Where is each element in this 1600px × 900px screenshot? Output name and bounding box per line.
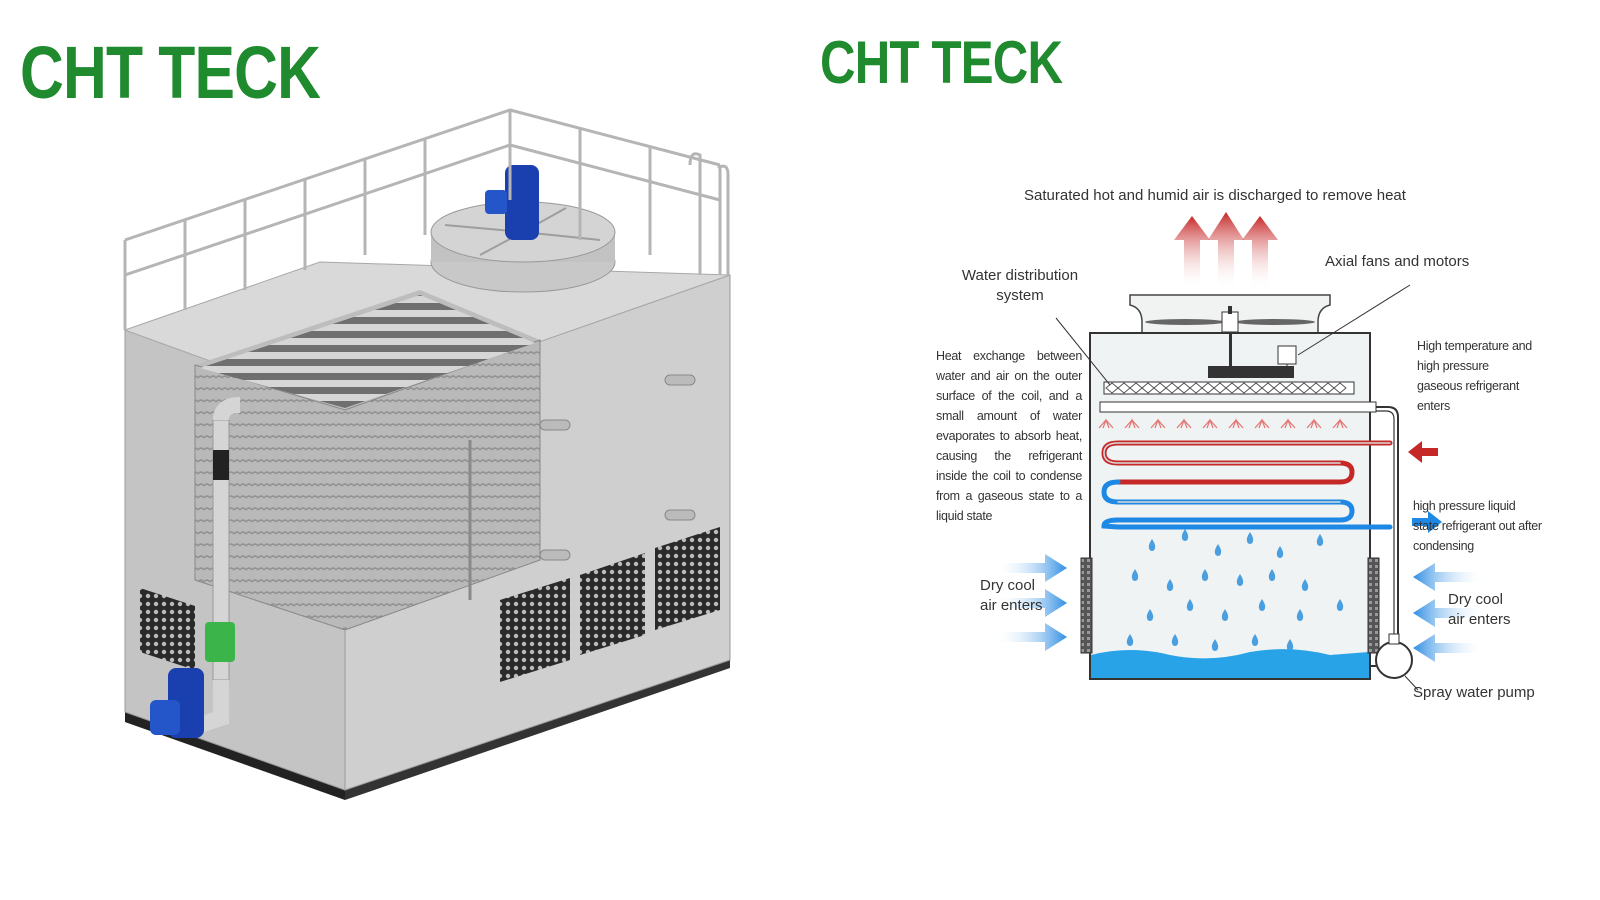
motor-shaft <box>1229 333 1232 373</box>
pipe-joint <box>213 450 229 480</box>
spray-header <box>1099 401 1377 413</box>
spray-pump-icon <box>1375 641 1413 679</box>
cool-air-arrows-right <box>1413 563 1485 662</box>
label-dry-air-right: Dry cool air enters <box>1448 591 1511 628</box>
label-liquid-refrigerant-out: high pressure liquid state refrigerant o… <box>1413 499 1542 553</box>
fan-motor <box>505 165 539 240</box>
brand-logo-right: CHT TECK <box>820 29 1063 96</box>
louver-2 <box>580 553 645 655</box>
motor-mount <box>1208 366 1294 378</box>
fan-motor-icon <box>1221 311 1239 333</box>
return-pipe <box>1376 406 1399 640</box>
fan-motor-box <box>485 190 507 214</box>
handrail <box>123 108 730 330</box>
hot-air-arrows <box>1174 212 1278 290</box>
label-high-temp-refrigerant: High temperature and high pressure gaseo… <box>1417 339 1532 413</box>
brand-logo-left: CHT TECK <box>20 31 321 114</box>
fan-blade-right <box>1235 319 1315 325</box>
cool-air-arrows-left <box>995 554 1067 651</box>
spray-tubes <box>200 295 535 408</box>
coil-bundle <box>194 339 541 631</box>
valve <box>205 622 235 662</box>
spray-pump-motor <box>150 700 180 735</box>
fan-blade-left <box>1145 319 1225 325</box>
pipe-stub <box>539 549 571 561</box>
base-plinth-side <box>345 660 730 800</box>
fan-shaft <box>1228 306 1232 314</box>
label-dry-air-left: Dry cool air enters <box>980 577 1043 614</box>
riser-elbow <box>213 397 241 421</box>
water-basin <box>1091 649 1369 678</box>
label-axial-fans: Axial fans and motors <box>1325 253 1470 270</box>
spray-nozzles <box>1098 418 1348 429</box>
label-spray-pump: Spray water pump <box>1413 684 1535 701</box>
louver-1 <box>500 578 570 682</box>
pipe-stub <box>664 374 696 386</box>
drift-eliminator <box>1103 381 1355 395</box>
return-pipe-inner <box>1376 410 1395 640</box>
pipe-stub <box>664 509 696 521</box>
pipe-stub <box>539 419 571 431</box>
label-water-distribution: Water distribution system <box>961 267 1079 304</box>
pump-neck <box>1388 633 1400 645</box>
label-heat-exchange: Heat exchange between water and air on t… <box>936 349 1082 523</box>
louver-front <box>140 588 195 670</box>
refrigerant-in-arrow <box>1408 441 1438 463</box>
drift-eliminator-pattern <box>1105 382 1347 394</box>
refrigerant-out-arrow <box>1412 511 1442 533</box>
louver-3 <box>655 527 720 630</box>
leader-lines <box>1055 284 1419 691</box>
motor-box <box>1277 345 1297 365</box>
condenser-coil <box>1101 440 1393 530</box>
air-inlet-pad-right <box>1367 557 1380 654</box>
label-hot-air-discharge: Saturated hot and humid air is discharge… <box>1024 187 1406 204</box>
air-inlet-pad-left <box>1080 557 1093 654</box>
